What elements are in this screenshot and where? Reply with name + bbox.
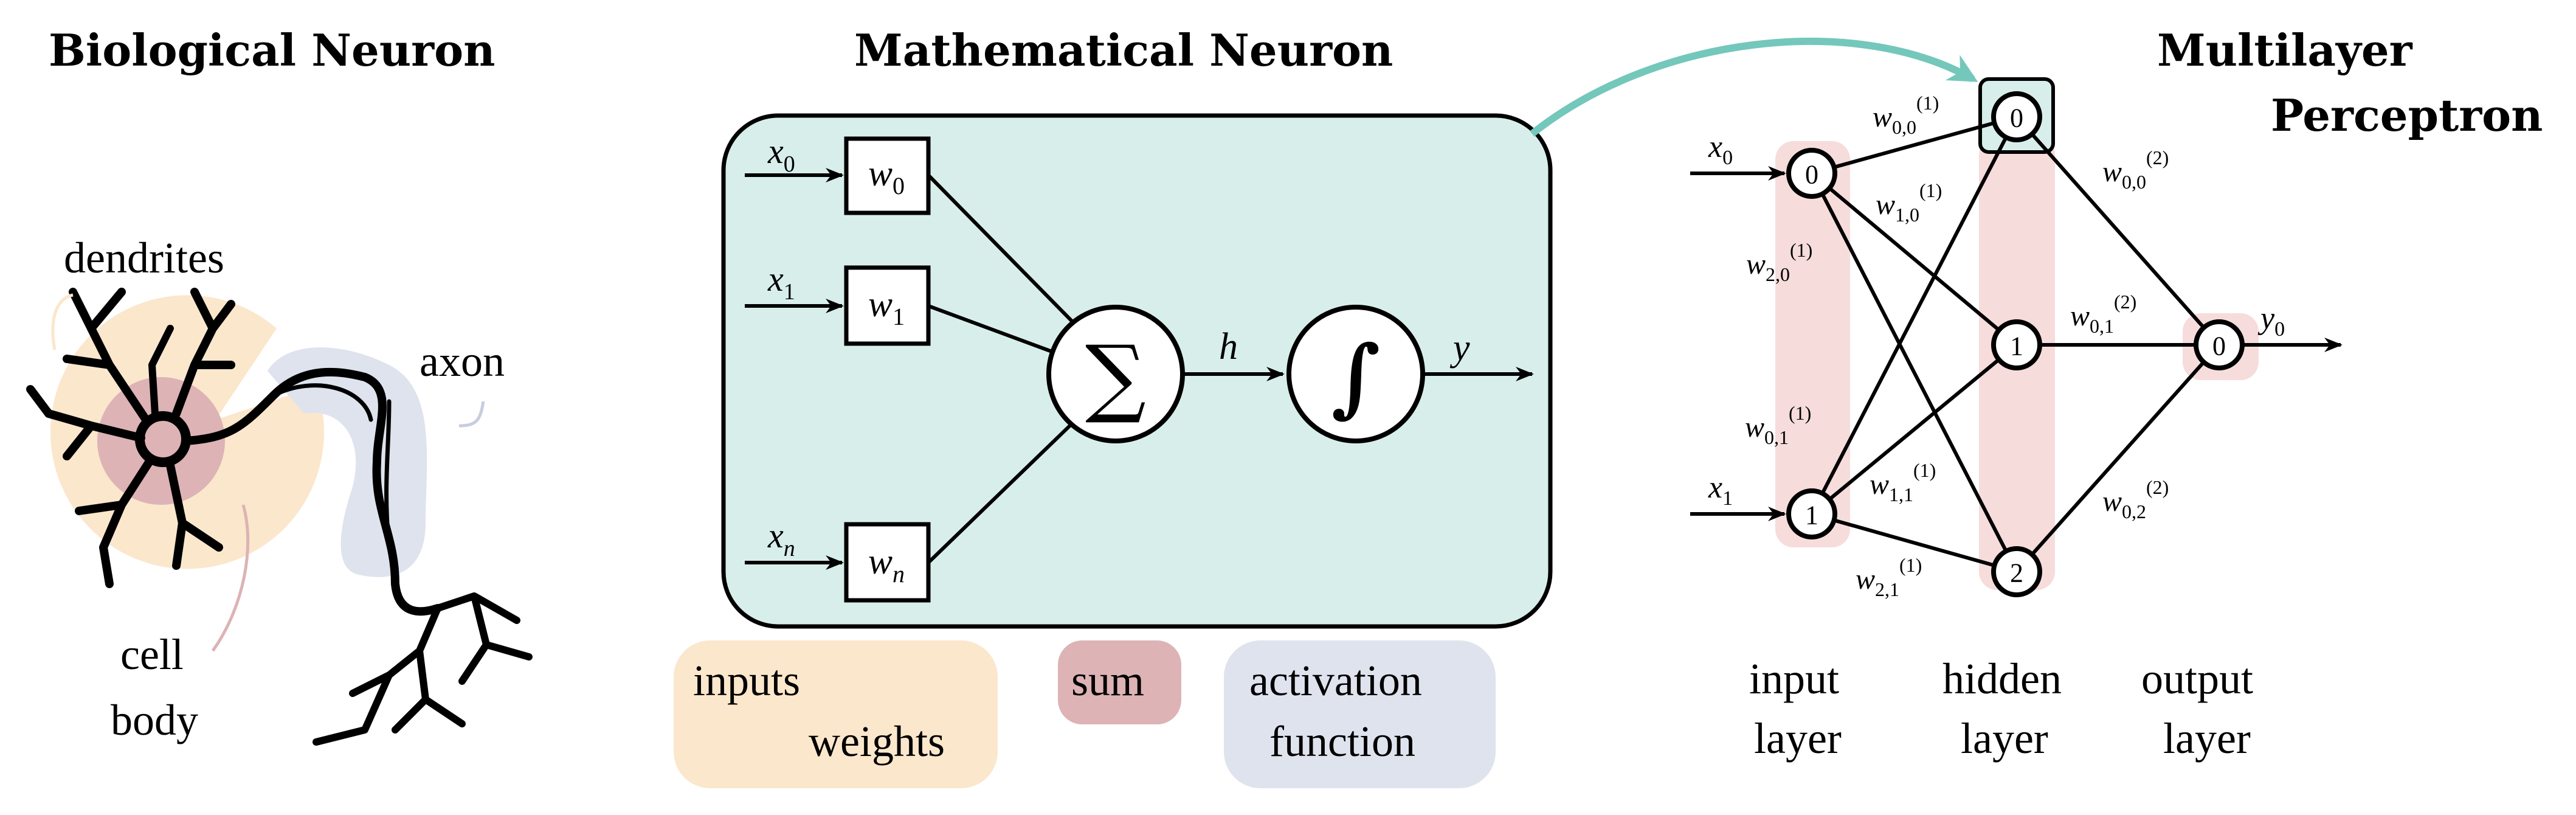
wn-label: wn <box>868 541 905 588</box>
legend-sum <box>1058 640 1181 724</box>
output-layer-label-1: output <box>2141 654 2253 703</box>
input-row-0: x0 w0 <box>745 131 1078 327</box>
cell-label: cell <box>120 630 184 679</box>
hidden-node-2-label: 2 <box>2010 558 2023 588</box>
w00-1-label: w0,0(1) <box>1873 92 1939 138</box>
hidden-node-0 <box>1991 91 2042 142</box>
w02-2-label: w0,2(2) <box>2102 476 2169 522</box>
mlp-edges <box>1690 115 2343 574</box>
hidden-layer-label-2: layer <box>1961 714 2048 763</box>
x0-label: x0 <box>767 131 795 177</box>
axon-label: axon <box>420 337 505 386</box>
xn-label: xn <box>767 516 795 561</box>
activation-symbol: ∫ <box>1331 327 1380 427</box>
mathematical-neuron-panel: Mathematical Neuron x0 w0 x1 w1 xn wn <box>674 24 1553 788</box>
mathematical-neuron-title: Mathematical Neuron <box>854 24 1393 76</box>
legend-sum-label: sum <box>1071 656 1144 705</box>
mlp-x0-label: x0 <box>1708 130 1733 169</box>
output-node-0-label: 0 <box>2212 331 2226 361</box>
hidden-node-0-label: 0 <box>2010 103 2023 133</box>
input-layer-highlight <box>1775 141 1850 547</box>
legend-inputs: inputs <box>693 656 800 705</box>
body-label: body <box>111 696 198 744</box>
w1-label: w1 <box>868 284 905 330</box>
axon-leader <box>458 401 485 428</box>
output-layer-label-2: layer <box>2163 714 2251 763</box>
weight-box-n <box>844 522 931 603</box>
legend-weights: weights <box>809 717 945 766</box>
zoom-arrow <box>1530 37 1978 137</box>
mlp-title-line2: Perceptron <box>2271 89 2543 141</box>
sum-symbol: ∑ <box>1085 328 1146 427</box>
w0-label: w0 <box>868 153 905 199</box>
dendrites-leader <box>51 293 74 350</box>
cell-body-highlight <box>97 377 225 505</box>
input-row-1: x1 w1 <box>745 259 1053 353</box>
w01-2-label: w0,1(2) <box>2070 291 2136 337</box>
mlp-panel: Multilayer Perceptron 0 1 0 <box>1690 24 2543 763</box>
legend-activation <box>1224 640 1496 788</box>
h-label: h <box>1219 326 1238 367</box>
hidden-node-1 <box>1991 319 2042 370</box>
input-node-1 <box>1786 488 1837 539</box>
biological-neuron-panel: Biological Neuron dendrites axon <box>26 24 533 746</box>
w11-1-label: w1,1(1) <box>1870 459 1936 505</box>
input-row-n: xn wn <box>745 418 1078 603</box>
w00-2-label: w0,0(2) <box>2102 147 2169 193</box>
hidden-node-1-label: 1 <box>2010 331 2023 361</box>
w10-1-label: w1,0(1) <box>1876 179 1942 226</box>
input-node-0-label: 0 <box>1805 160 1818 190</box>
input-node-0 <box>1786 148 1837 199</box>
biological-neuron-title: Biological Neuron <box>49 24 495 76</box>
legend-activation-line2: function <box>1269 717 1415 766</box>
legend-activation-line1: activation <box>1249 656 1422 705</box>
output-node-0 <box>2194 319 2245 370</box>
y-label: y <box>1449 327 1470 369</box>
legend-inputs-weights <box>674 640 998 788</box>
cell-body-leader <box>211 504 250 652</box>
mlp-x1-label: x1 <box>1708 470 1733 510</box>
input-node-1-label: 1 <box>1805 501 1818 530</box>
neuron-drawing <box>26 288 533 746</box>
w21-1-label: w2,1(1) <box>1856 554 1922 600</box>
x1-label: x1 <box>767 259 795 305</box>
dendrites-label: dendrites <box>64 234 224 282</box>
hidden-node-2 <box>1991 546 2042 597</box>
input-layer-label-1: input <box>1749 654 1839 703</box>
mlp-title-line1: Multilayer <box>2157 24 2413 76</box>
weight-box-1 <box>844 265 931 346</box>
mlp-y0-label: y0 <box>2257 301 2285 341</box>
hidden-layer-label-1: hidden <box>1942 654 2062 703</box>
input-layer-label-2: layer <box>1754 714 1842 763</box>
